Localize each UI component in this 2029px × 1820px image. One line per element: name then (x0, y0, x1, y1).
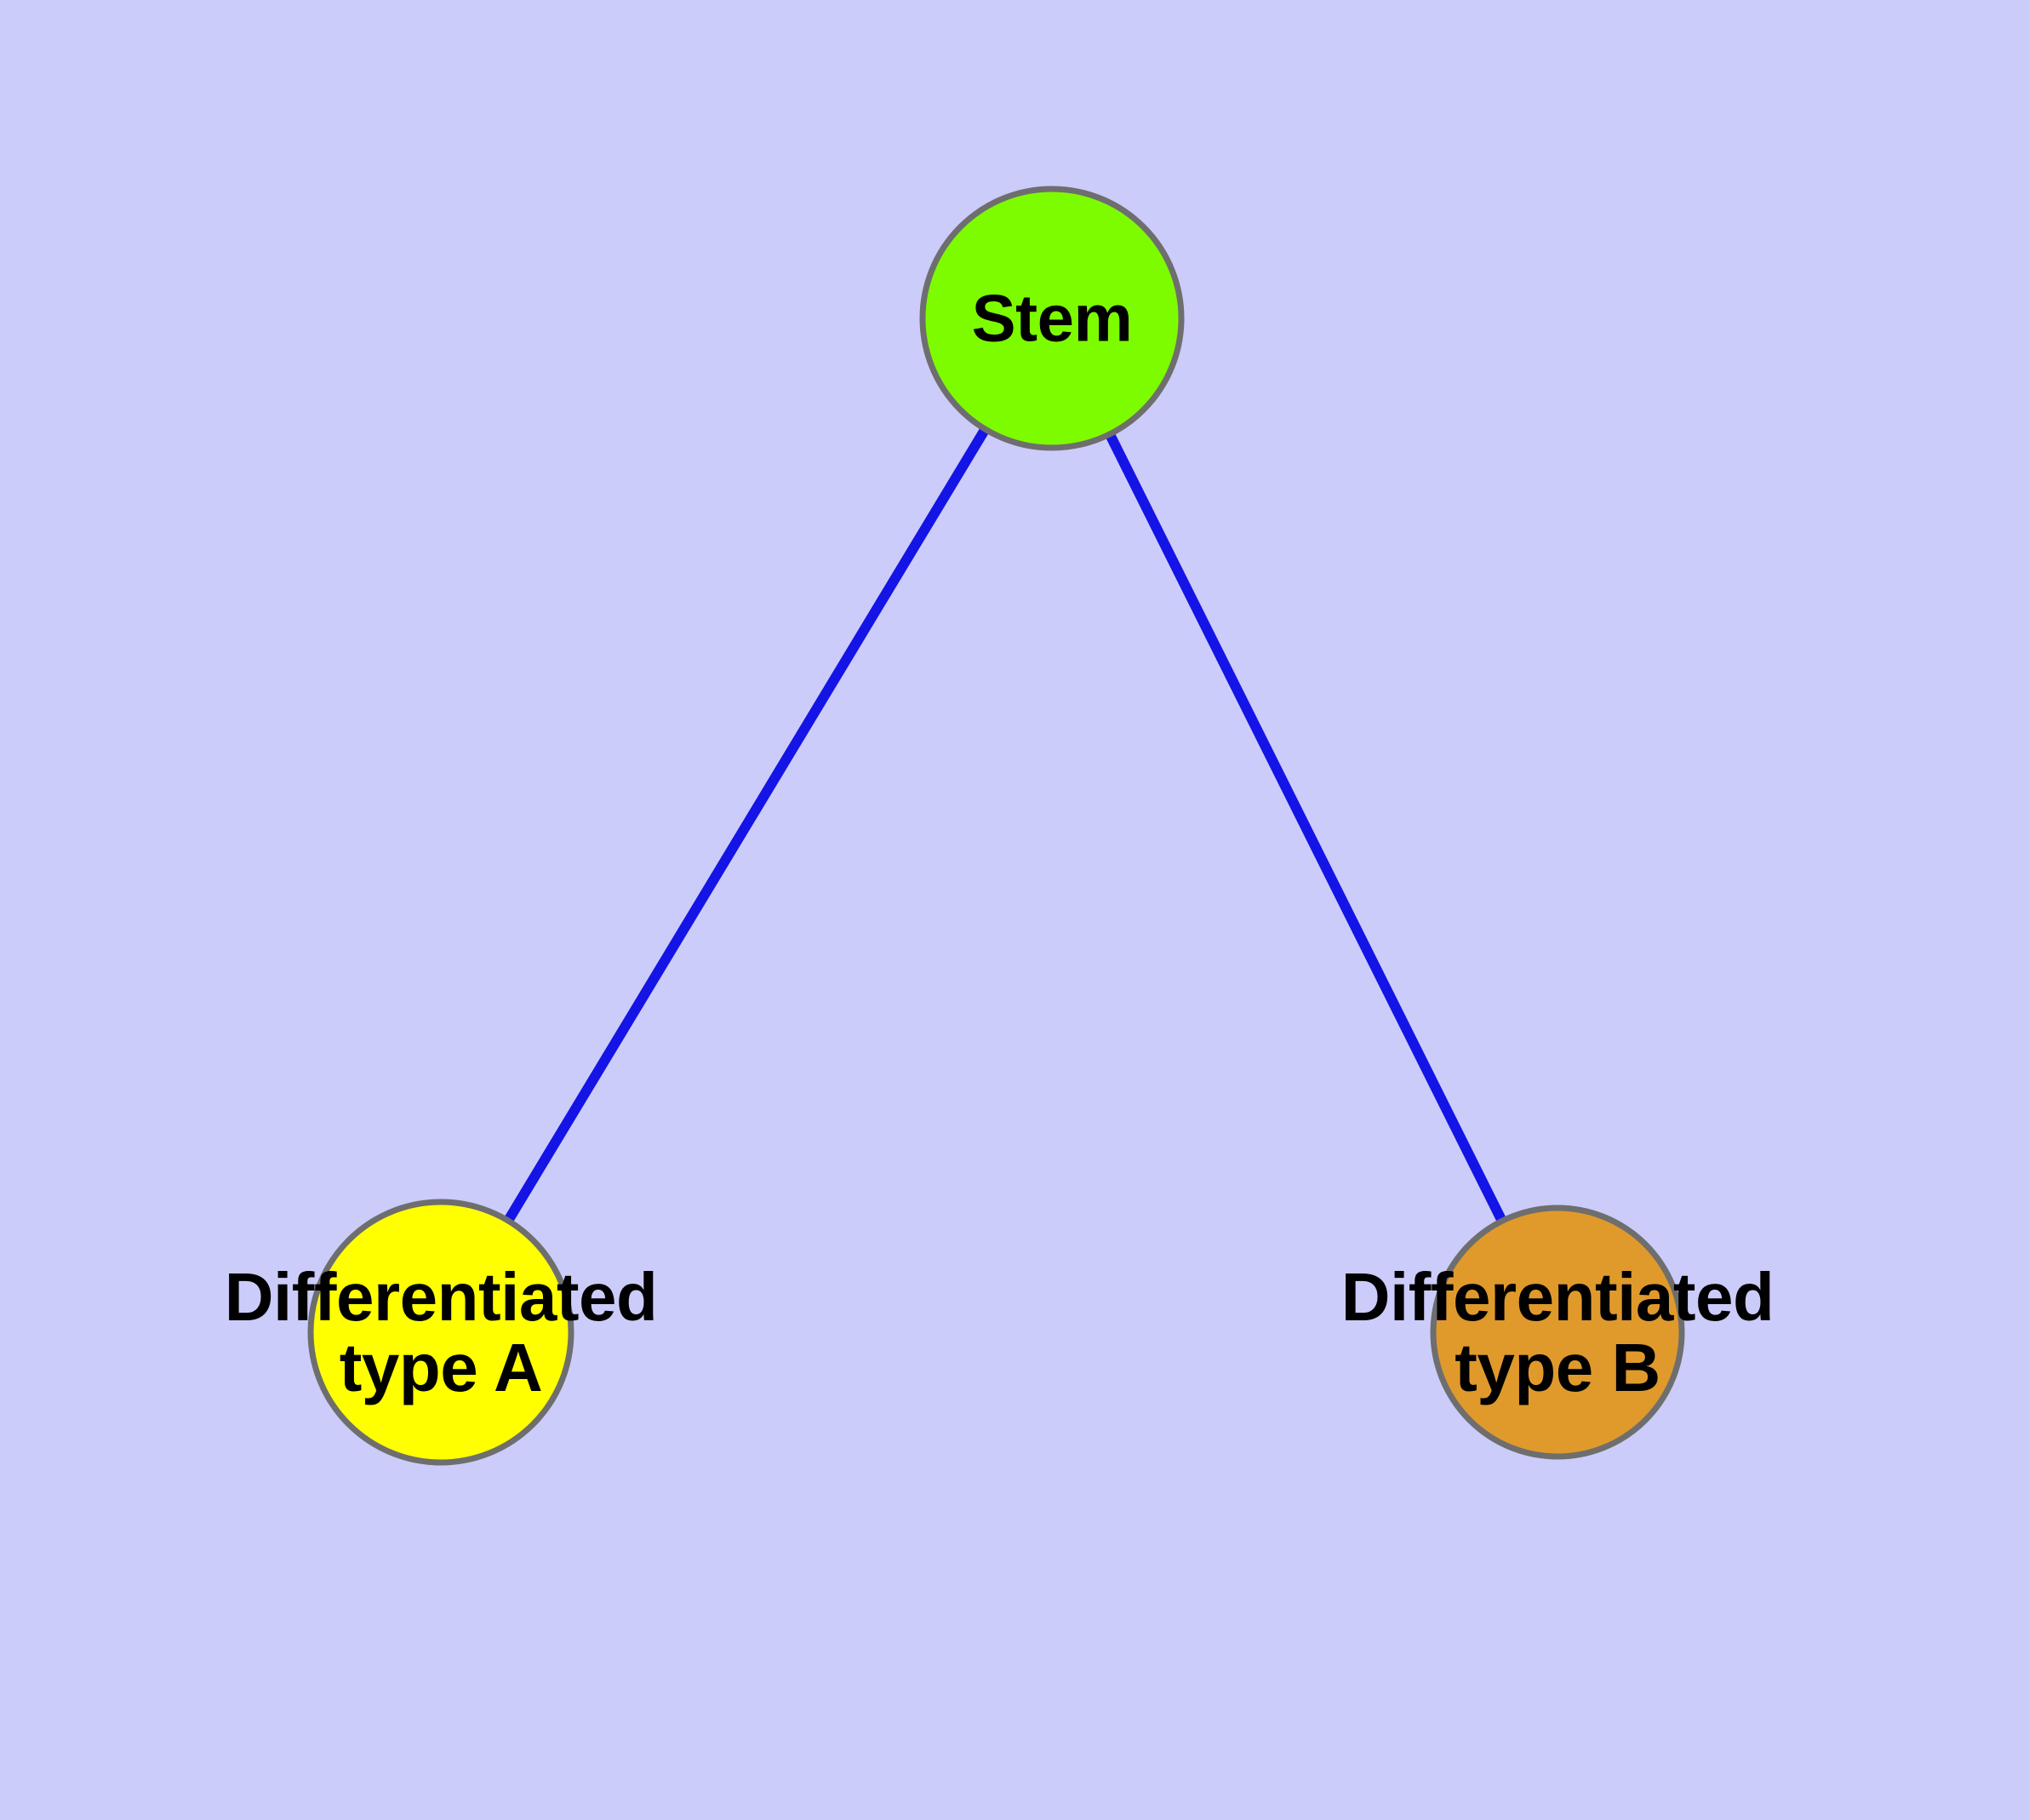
edge-stem-to-differentiated-type-b (1047, 316, 1563, 1335)
node-stem[interactable] (919, 186, 1185, 451)
node-layer (307, 186, 1685, 1466)
edge-stem-to-differentiated-type-a (436, 315, 1057, 1336)
node-differentiated-type-b[interactable] (1430, 1205, 1685, 1460)
edge-layer (436, 315, 1563, 1336)
node-differentiated-type-a[interactable] (307, 1199, 574, 1466)
